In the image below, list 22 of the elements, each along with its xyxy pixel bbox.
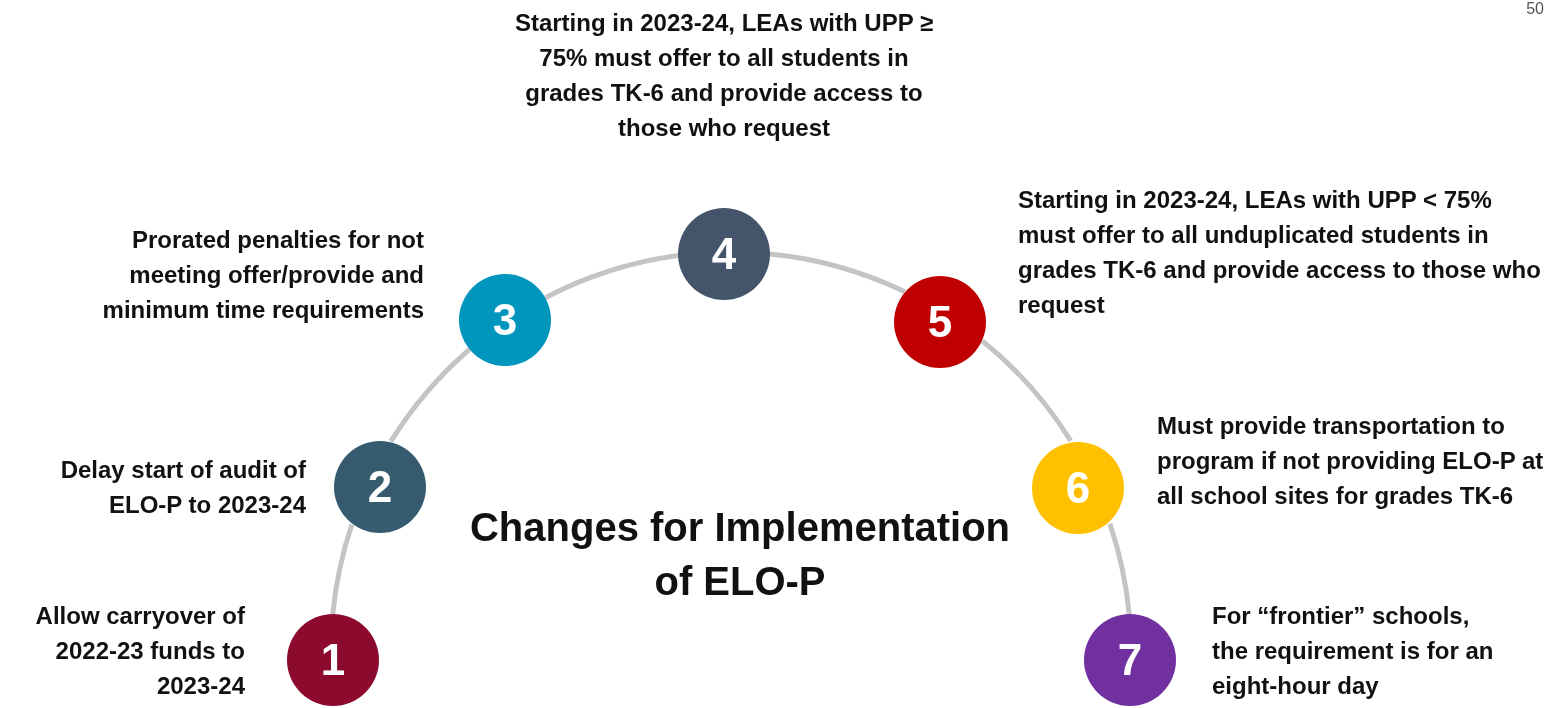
page-number: 50	[1526, 0, 1544, 18]
step-number: 2	[367, 465, 393, 509]
arc-connector	[980, 339, 1073, 443]
step-description: Allow carryover of 2022-23 funds to 2023-24	[34, 601, 245, 701]
arc-connector	[544, 253, 679, 300]
step-description: Starting in 2023-24, LEAs with UPP < 75% must offer to all unduplicated students in grades TK-6 and provide access to those who request	[1018, 185, 1542, 320]
step-description: Prorated penalties for not meeting offer/provide and minimum time requirements	[101, 225, 424, 325]
arc-connector	[769, 251, 906, 295]
diagram-title: Changes for Implementation of ELO-P	[468, 504, 1012, 605]
step-number: 1	[320, 638, 346, 682]
arc-connector	[330, 523, 355, 615]
step-description: Delay start of audit of ELO-P to 2023-24	[59, 455, 306, 520]
arc-connector	[1107, 523, 1132, 615]
step-number: 4	[711, 232, 737, 276]
step-number: 3	[492, 298, 518, 342]
step-number: 7	[1117, 638, 1143, 682]
step-number: 5	[927, 300, 953, 344]
step-description: Must provide transportation to program if not providing ELO-P at all school sites for grades TK-6	[1157, 411, 1545, 511]
step-description: For “frontier” schools, the requirement is for an eight-hour day	[1212, 601, 1495, 701]
arc-connector	[388, 347, 472, 443]
step-number: 6	[1065, 466, 1091, 510]
step-description: Starting in 2023-24, LEAs with UPP ≥ 75% must offer to all students in grades TK-6 and provide access to those who request	[514, 8, 934, 143]
